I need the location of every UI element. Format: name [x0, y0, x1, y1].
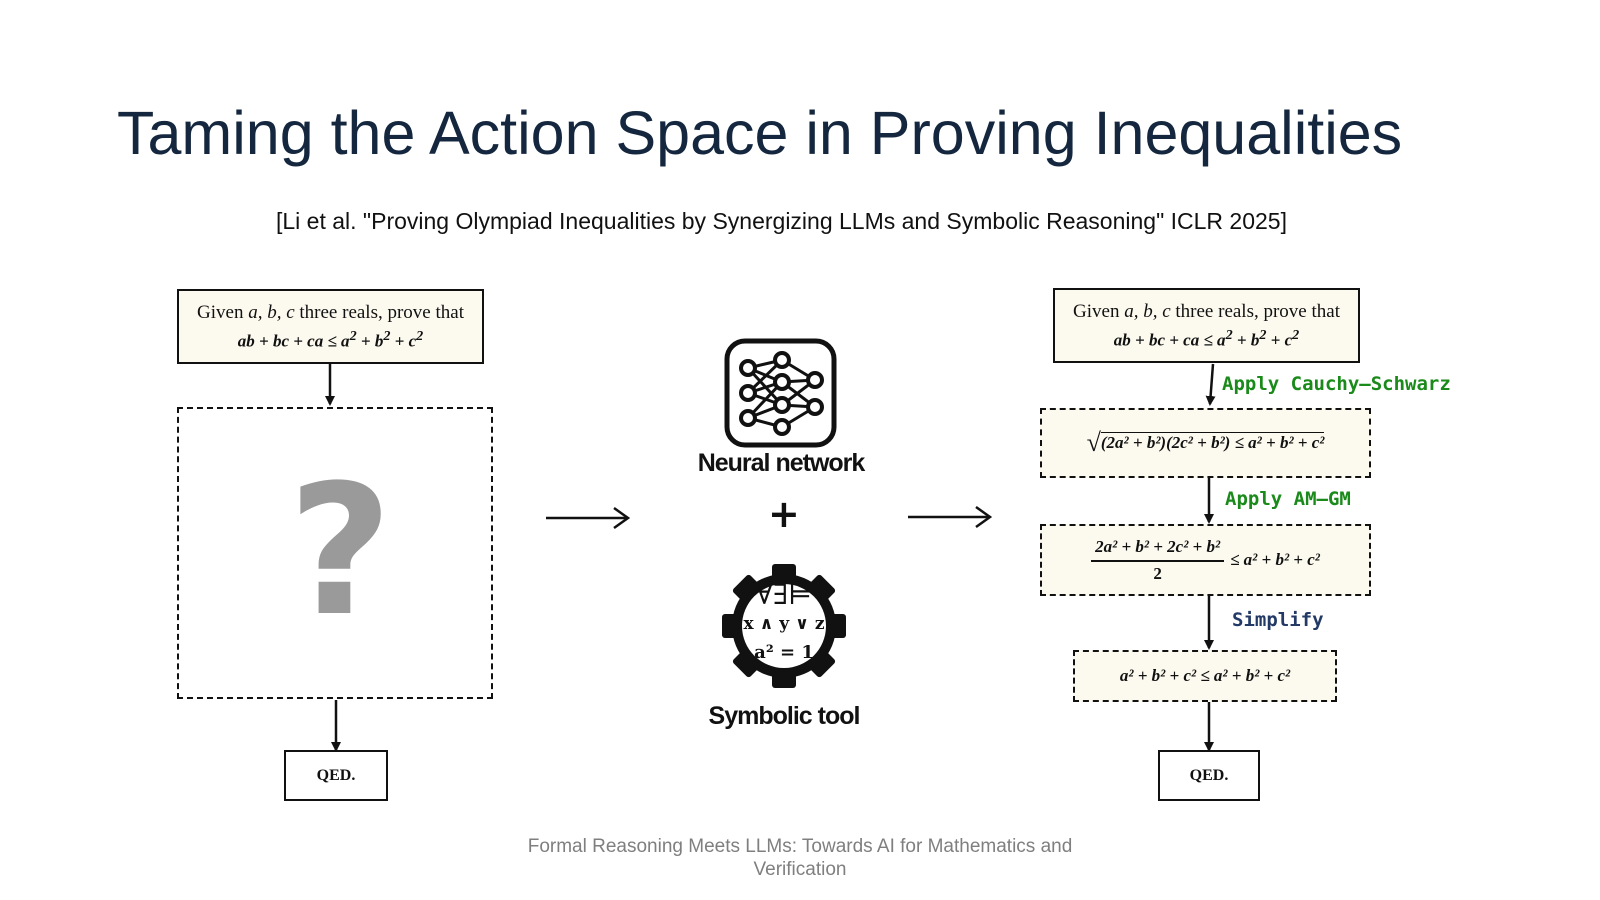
problem-rest: three reals, prove that: [1175, 300, 1340, 322]
exp: 2: [349, 328, 357, 345]
problem-rhs-c: + c: [1266, 330, 1293, 350]
simplified-expression-box: a² + b² + c² ≤ a² + b² + c²: [1073, 650, 1337, 702]
am-gm-expression-box: 2a² + b² + 2c² + b² 2 ≤ a² + b² + c²: [1040, 524, 1371, 596]
problem-lhs: ab + bc + ca ≤ a: [1113, 330, 1226, 350]
symbolic-tool-label: Symbolic tool: [708, 702, 861, 730]
am-gm-denominator: 2: [1153, 563, 1162, 583]
cs-expression: (2a² + b²)(2c² + b²) ≤ a² + b² + c²: [1100, 432, 1325, 452]
question-mark-icon: ?: [288, 447, 393, 656]
problem-vars: a, b, c: [1124, 300, 1171, 322]
neural-network-icon: [724, 338, 837, 448]
problem-vars: a, b, c: [248, 301, 295, 323]
exp: 2: [416, 328, 424, 345]
problem-rest: three reals, prove that: [299, 301, 464, 323]
exp: 2: [1292, 327, 1300, 344]
equation-expression: a² = 1: [754, 642, 814, 663]
problem-rhs-c: + c: [390, 331, 417, 351]
slide-title: Taming the Action Space in Proving Inequ…: [117, 99, 1403, 167]
problem-rhs-b: + b: [1232, 330, 1260, 350]
exp: 2: [383, 328, 391, 345]
logic-symbols: ∀∃⊨: [755, 578, 813, 611]
step-label-cauchy-schwarz: Apply Cauchy–Schwarz: [1222, 373, 1451, 395]
simplified-expression: a² + b² + c² ≤ a² + b² + c²: [1119, 666, 1291, 685]
plus-sign: +: [768, 492, 800, 536]
logic-expression: x ∧ y ∨ z: [743, 614, 825, 634]
unknown-proof-box: [177, 407, 493, 699]
gear-icon: [722, 564, 846, 688]
exp: 2: [1225, 327, 1233, 344]
problem-intro: Given: [197, 301, 244, 323]
step-label-simplify: Simplify: [1232, 609, 1324, 631]
problem-box-left: Given a, b, c three reals, prove that ab…: [177, 289, 484, 364]
qed-box-right: QED.: [1158, 750, 1260, 801]
neural-network-label: Neural network: [697, 449, 866, 477]
am-gm-numerator: 2a² + b² + 2c² + b²: [1091, 537, 1225, 562]
slide-footer: Formal Reasoning Meets LLMs: Towards AI …: [527, 836, 1073, 880]
problem-lhs: ab + bc + ca ≤ a: [237, 331, 350, 351]
problem-box-right: Given a, b, c three reals, prove that ab…: [1053, 288, 1360, 363]
am-gm-fraction: 2a² + b² + 2c² + b² 2: [1091, 537, 1225, 584]
arrow-step-1: [1205, 363, 1216, 406]
problem-rhs-b: + b: [356, 331, 384, 351]
problem-intro: Given: [1073, 300, 1120, 322]
citation: [Li et al. "Proving Olympiad Inequalitie…: [276, 208, 1287, 234]
am-gm-rhs: ≤ a² + b² + c²: [1230, 550, 1320, 569]
qed-box-left: QED.: [284, 750, 388, 801]
step-label-am-gm: Apply AM–GM: [1225, 488, 1351, 510]
cauchy-schwarz-expression-box: √(2a² + b²)(2c² + b²) ≤ a² + b² + c²: [1040, 408, 1371, 478]
exp: 2: [1259, 327, 1267, 344]
